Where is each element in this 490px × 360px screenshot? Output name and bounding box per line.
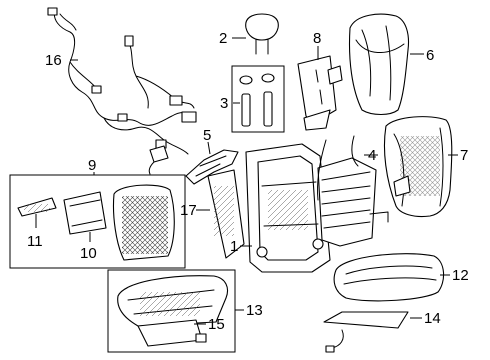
part-5-bracket: [185, 149, 239, 185]
part-2-headrest: [245, 13, 279, 55]
callout-13: 13: [246, 302, 263, 319]
callout-12: 12: [452, 267, 469, 284]
callout-17: 17: [180, 202, 197, 219]
callout-16: 16: [45, 52, 62, 69]
part-13-seat-pan-group: [107, 269, 236, 353]
part-4-lumbar-support: [317, 135, 389, 247]
callout-6: 6: [426, 47, 434, 64]
part-17-side-panel: [207, 169, 245, 259]
part-9-group: [9, 174, 186, 269]
callout-1: 1: [230, 238, 238, 255]
part-15-seat-pad: [137, 319, 207, 347]
leader-lines: [35, 37, 458, 325]
part-6-backrest-cover: [348, 13, 410, 116]
part-1-seatback-frame: [245, 143, 331, 273]
callout-7: 7: [460, 147, 468, 164]
callout-9: 9: [88, 157, 96, 174]
callout-3: 3: [220, 95, 228, 112]
callout-2: 2: [219, 30, 227, 47]
callout-14: 14: [424, 310, 441, 327]
callout-labels: 2 3 8 6 5 4 7 9 11 10 17 1 12 13 14 15 1…: [27, 30, 469, 333]
callout-4: 4: [368, 147, 376, 164]
part-3-headrest-guides: [231, 65, 285, 133]
part-7-backrest-cushion: [383, 116, 453, 218]
callout-11: 11: [27, 233, 43, 250]
part-8-back-panel: [297, 55, 343, 131]
callout-8: 8: [313, 30, 321, 47]
callout-5: 5: [203, 127, 211, 144]
part-14-heater-pad: [323, 311, 409, 353]
part-16-wiring-harness: [47, 7, 197, 175]
callout-10: 10: [80, 245, 97, 262]
part-12-seat-cushion: [333, 253, 445, 302]
callout-15: 15: [208, 316, 225, 333]
